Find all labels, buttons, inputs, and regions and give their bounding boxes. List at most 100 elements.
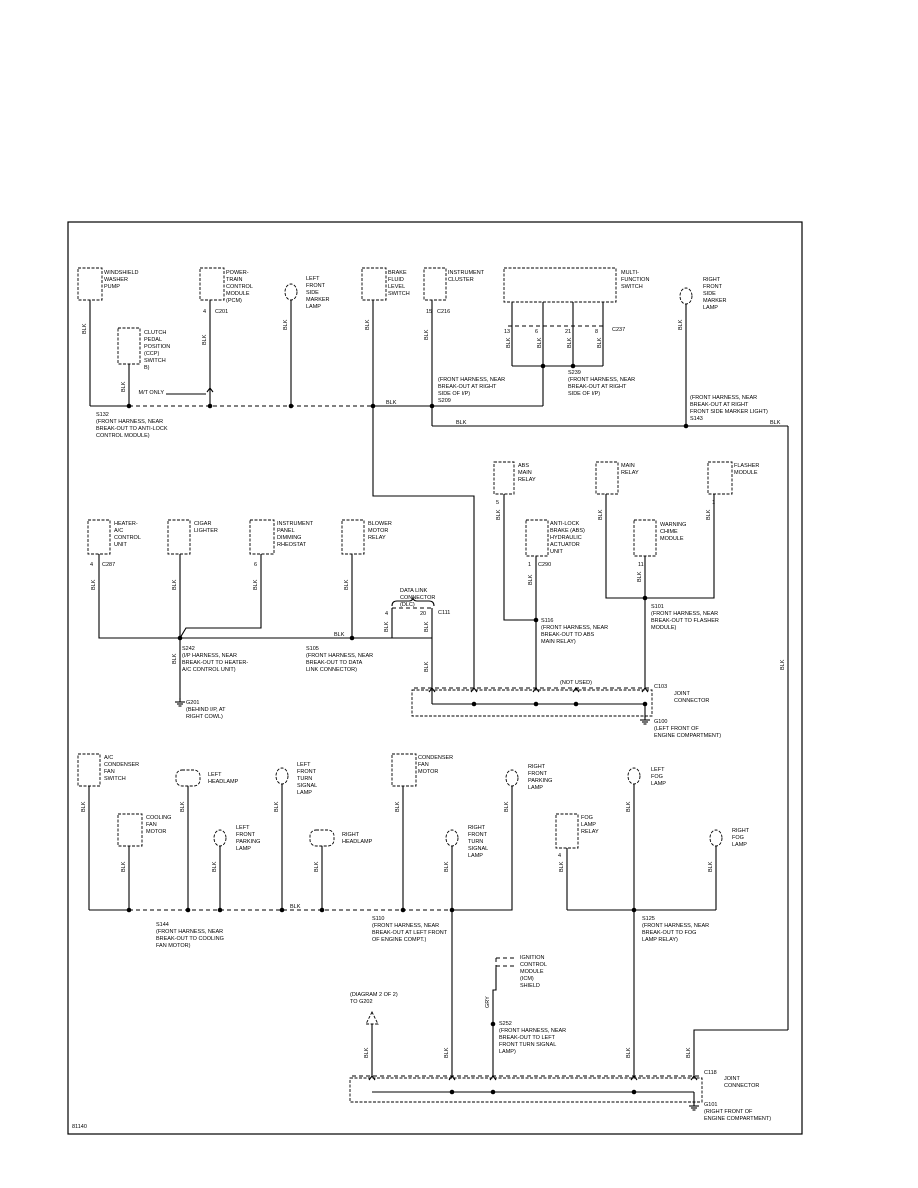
splice-dot [533,617,539,623]
warning-chime [633,519,657,557]
wire-color-label: BLK [202,334,208,345]
fog-lamp-relay-label: RELAY [581,829,599,835]
wire-color-label: BLK [537,337,543,348]
dimming-rheostat-label: DIMMING [277,535,301,541]
ground-g101-label: (RIGHT FRONT OF [704,1109,753,1115]
brake-fluid-switch [361,267,387,301]
connector-pin-arrow [532,687,540,693]
diagram-frame [67,221,803,1135]
fog-lamp-relay-label: FOG [581,815,593,821]
wire-color-label: BLK [384,621,390,632]
windshield-washer-pump-label: WASHER [104,277,128,283]
mfs-pin: 21 [565,329,571,335]
chime-pin: 11 [638,562,644,568]
ground-g101-label: G101 [704,1102,717,1108]
blower-relay [341,519,365,555]
wire-color-label: BLK [598,509,604,520]
windshield-washer-pump-label: PUMP [104,284,120,290]
splice-dot [400,907,406,913]
blower-relay-label: MOTOR [368,528,388,534]
dlc-label: DATA LINK [400,588,428,594]
connector-c118: C118 [704,1070,717,1076]
left-headlamp-label: LEFT [208,772,222,778]
right-front-parking-label: PARKING [528,778,552,784]
instrument-cluster-label: CLUSTER [448,277,474,283]
main-relay-wire [605,494,645,599]
connector-pin-arrow [448,1075,456,1081]
splice-s144-label: S144 [156,922,169,928]
heater-pin: 4 [90,562,93,568]
flasher-module [707,461,733,495]
flasher-module-label: MODULE [734,470,758,476]
mt-only-note: M/T ONLY [139,390,165,396]
splice-s209-label: SIDE OF I/P) [438,391,470,397]
splice-s110-label: BREAK-OUT AT LEFT FRONT [372,930,448,936]
left-front-side-marker-label: MARKER [306,297,330,303]
dlc-label: CONNECTOR [400,595,435,601]
connector-c103: C103 [654,684,667,690]
diagram-id: 81140 [72,1124,87,1130]
wire-color-label: BLK [283,319,289,330]
right-front-side-marker-label: FRONT [703,284,723,290]
splice-s110-label: (FRONT HARNESS, NEAR [372,923,439,929]
flasher-wire [645,494,715,599]
windshield-washer-pump [77,267,103,301]
splice-dot [349,635,355,641]
splice-s132-label: CONTROL MODULE) [96,433,150,439]
ccp-switch-label: POSITION [144,344,170,350]
splice-s116-label: MAIN RELAY) [541,639,576,645]
wire-color-label: BLK [386,400,397,406]
joint-connector-c118 [349,1077,703,1103]
splice-s125-label: (FRONT HARNESS, NEAR [642,923,709,929]
splice-s144-label: FAN MOTOR) [156,943,191,949]
splice-s239-label: S239 [568,370,581,376]
splice-s143-label: S143 [690,416,703,422]
left-front-turn-label: FRONT [297,769,317,775]
right-front-turn-label: RIGHT [468,825,486,831]
ac-condenser-switch-label: CONDENSER [104,762,139,768]
splice-s239-label: (FRONT HARNESS, NEAR [568,377,635,383]
splice-dot [631,1089,637,1095]
icm-label: IGNITION [520,955,544,961]
dimming-rheostat-label: PANEL [277,528,295,534]
splice-s101-label: (FRONT HARNESS, NEAR [651,611,718,617]
wire-color-label: BLK [180,801,186,812]
wire-color-label: BLK [626,1047,632,1058]
pcm-pin: 4 [203,309,206,315]
splice-s110-label: S110 [372,916,384,922]
lamp-bulb [627,767,641,785]
right-front-side-marker-label: SIDE [703,291,716,297]
right-front-side-marker-label: LAMP [703,305,718,311]
splice-s239-label: SIDE OF I/P) [568,391,600,397]
left-front-parking-label: LEFT [236,825,250,831]
joint-connector-c103-label: JOINT [674,691,691,697]
wire-color-label: BLK [253,579,259,590]
wire-color-label: BLK [506,337,512,348]
ground-g100-label: (LEFT FRONT OF [654,726,699,732]
abs-actuator-label: ACTUATOR [550,542,580,548]
heater-ac-unit-label: CONTROL [114,535,141,541]
wire-color-label: BLK [424,621,430,632]
right-fog-lamp-label: RIGHT [732,828,750,834]
pcm-label: POWER- [226,270,249,276]
wire-color-label: BLK [456,420,467,426]
splice-s209-label: BREAK-OUT AT RIGHT [438,384,497,390]
splice-s209-label: S209 [438,398,451,404]
splice-s110-label: OF ENGINE COMPT.) [372,937,427,943]
ac-condenser-switch-label: SWITCH [104,776,126,782]
splice-dot [319,907,325,913]
multi-function-switch-label: FUNCTION [621,277,649,283]
heater-wire [98,554,180,639]
wire-color-label: BLK [121,861,127,872]
abs-actuator-label: UNIT [550,549,563,555]
abs-actuator-label: HYDRAULIC [550,535,582,541]
connector-c237: C237 [612,327,625,333]
wire-color-label: BLK [91,579,97,590]
wire-color-label: BLK [559,861,565,872]
ccp-switch-label: PEDAL [144,337,162,343]
splice-s242-label: A/C CONTROL UNIT) [182,667,236,673]
wire-color-label: BLK [121,381,127,392]
ground-g201-label: (BEHIND I/P, AT [186,707,226,713]
